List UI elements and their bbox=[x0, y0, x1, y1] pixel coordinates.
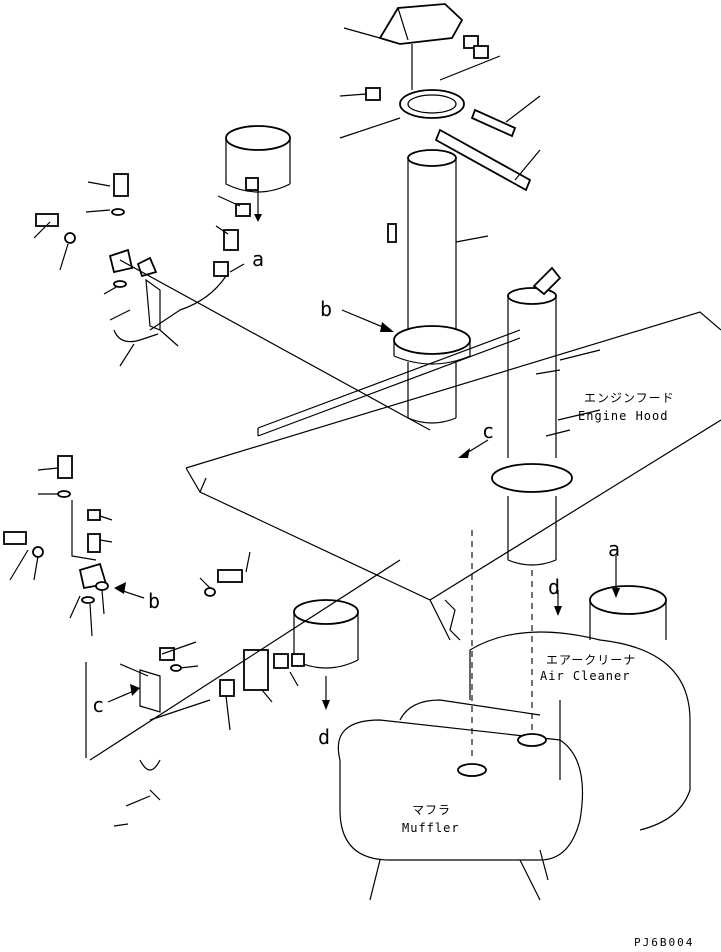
air-cleaner-label-en: Air Cleaner bbox=[540, 669, 630, 683]
label-a-air-cleaner: a bbox=[608, 537, 620, 561]
label-b-lower: b bbox=[148, 589, 160, 613]
air-cleaner-body bbox=[469, 585, 691, 831]
air-cleaner-label-jp: エアークリーナ bbox=[546, 653, 636, 667]
label-c-lower: c bbox=[92, 693, 104, 717]
engine-hood-label-en: Engine Hood bbox=[578, 409, 668, 423]
leader-arrows bbox=[107, 309, 620, 703]
muffler-label-jp: マフラ bbox=[412, 803, 451, 817]
drawing-code: PJ6B004 bbox=[634, 936, 694, 949]
muffler-body bbox=[337, 699, 584, 901]
lower-drain-assembly bbox=[3, 455, 401, 827]
label-b-stack: b bbox=[320, 297, 332, 321]
upper-drain-assembly bbox=[33, 125, 431, 431]
label-d-lower: d bbox=[318, 725, 330, 749]
engine-hood-plate bbox=[185, 311, 721, 641]
label-c-plate: c bbox=[482, 419, 494, 443]
label-a-upper: a bbox=[252, 247, 264, 271]
engine-hood-label-jp: エンジンフード bbox=[584, 391, 675, 405]
label-d-air-cleaner: d bbox=[548, 575, 560, 599]
air-intake-pipe bbox=[491, 266, 601, 566]
rain-cap-assembly bbox=[339, 3, 541, 192]
exhaust-stack bbox=[387, 149, 489, 424]
muffler-label-en: Muffler bbox=[402, 821, 460, 835]
